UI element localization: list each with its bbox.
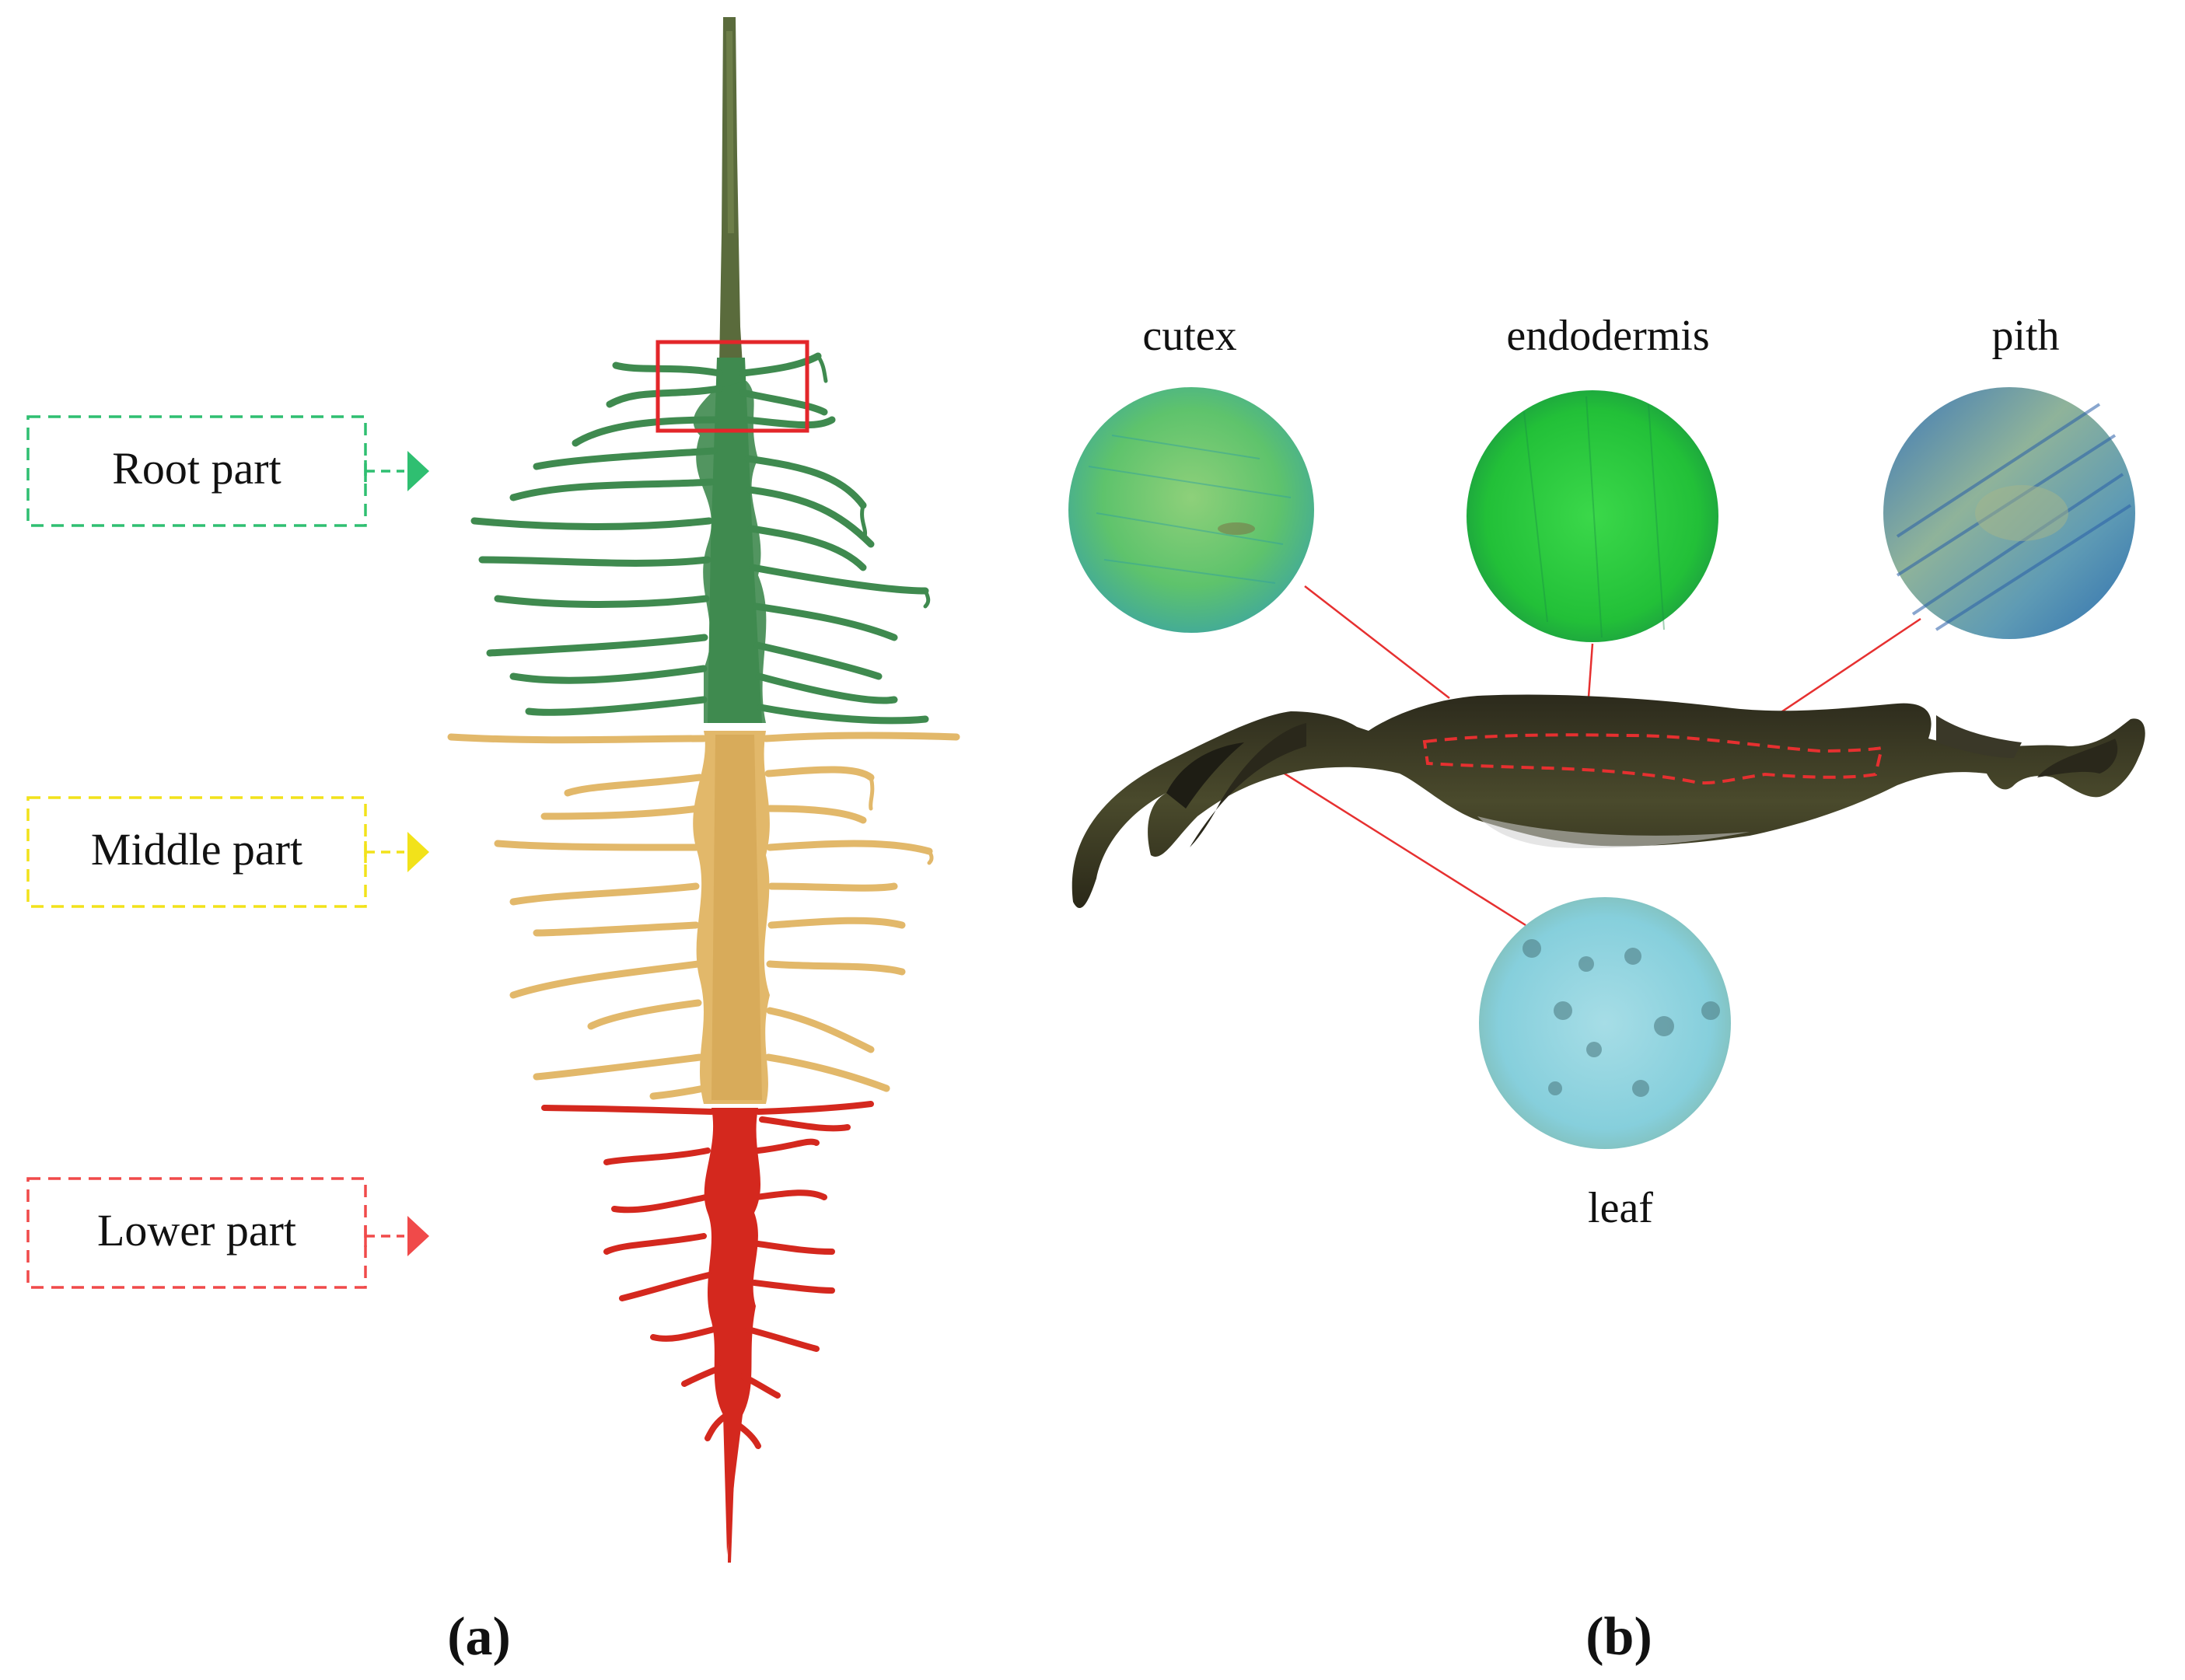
endodermis-label: endodermis [1506, 312, 1709, 360]
highlight-box [656, 340, 809, 433]
cutex-label: cutex [1142, 312, 1236, 360]
endodermis-micrograph [1467, 390, 1718, 642]
panel-a: Root part Middle part Lower part (a) [26, 17, 960, 1667]
label-middle-part: Middle part [26, 796, 429, 908]
pith-label: pith [1991, 312, 2059, 360]
middle-section [447, 731, 960, 1104]
root-arrow-icon [407, 451, 429, 491]
panel-a-caption: (a) [447, 1607, 511, 1667]
leaf-label: leaf [1588, 1184, 1653, 1232]
lower-arrow-icon [407, 1216, 429, 1256]
panel-b-caption: (b) [1585, 1607, 1652, 1667]
label-lower-part: Lower part [26, 1177, 429, 1289]
cross-section [1072, 694, 2145, 909]
leaf-micrograph [1479, 897, 1731, 1149]
endodermis-dashed-outline [1422, 733, 1884, 785]
pith-micrograph [1883, 387, 2135, 639]
root-section [470, 352, 931, 725]
cutex-micrograph [1068, 387, 1314, 633]
lower-section [541, 1101, 874, 1563]
lower-part-text: Lower part [97, 1205, 296, 1256]
stem [719, 17, 743, 365]
panel-b: cutex endodermis pith leaf [1068, 312, 2145, 1667]
middle-arrow-icon [407, 832, 429, 872]
root-part-text: Root part [112, 443, 281, 494]
middle-part-text: Middle part [91, 824, 302, 875]
label-root-part: Root part [26, 415, 429, 527]
